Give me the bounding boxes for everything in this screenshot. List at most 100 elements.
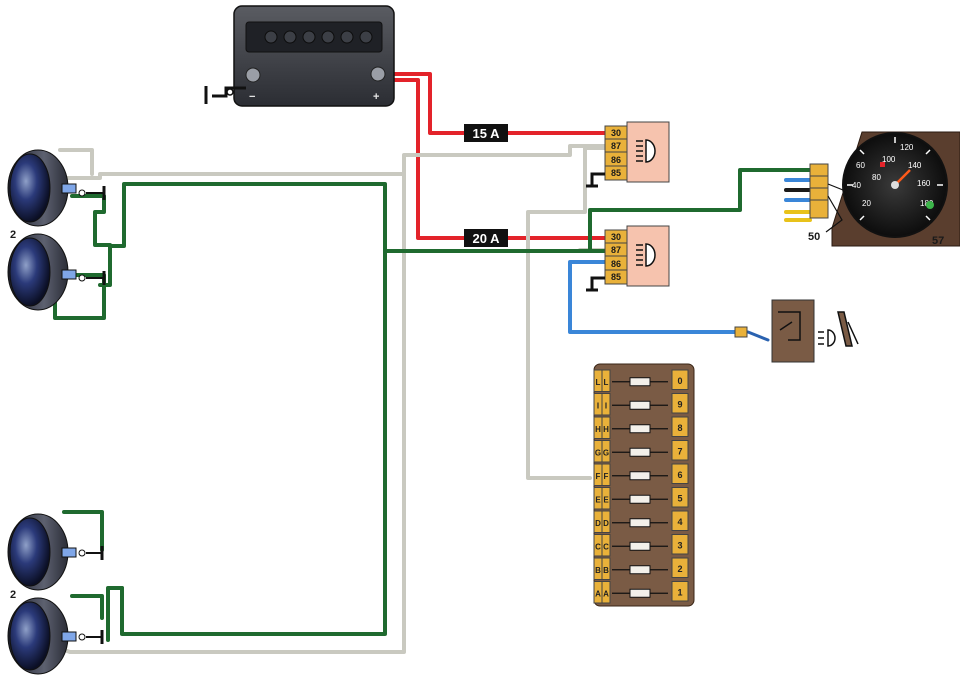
fuse-block-number-tab xyxy=(671,463,689,484)
fuse-block-number-tab xyxy=(671,557,689,578)
fuse-block-number: 7 xyxy=(677,446,682,456)
fuse-element xyxy=(629,424,651,434)
fuse-block-letter: L xyxy=(596,378,601,387)
fuse-block-letter: F xyxy=(596,472,601,481)
fuse-block-letter: A xyxy=(603,589,609,598)
headlight-icon xyxy=(818,329,836,347)
lower-lamp-pair-marker: 2 xyxy=(10,589,16,601)
battery-ground-symbol xyxy=(204,86,246,104)
fuse-element xyxy=(629,377,651,387)
fuse-block-letter-tab xyxy=(601,534,611,557)
fuse-block-letter-tab xyxy=(601,416,611,439)
gauge-scale-80: 80 xyxy=(872,173,881,182)
instrument-cluster: 20 40 60 80 100 120 140 160 180 50 57 xyxy=(808,131,960,247)
headlight-icon xyxy=(636,243,656,267)
relay1-ground xyxy=(586,172,605,188)
fuse-block-letter-tab xyxy=(601,463,611,486)
relay2-ground xyxy=(586,276,605,292)
grey-wire-fuse-block xyxy=(526,146,607,480)
headlamp-upper-2 xyxy=(7,233,106,311)
fuse-15a: 15 A xyxy=(464,124,508,142)
relay1-pin-85: 85 xyxy=(611,168,621,178)
fuse-block-letter-tab xyxy=(601,393,611,416)
battery-negative-terminal xyxy=(245,67,261,83)
fuse-block-number: 1 xyxy=(677,587,682,597)
battery: − + xyxy=(204,5,395,107)
relay1-pin-87: 87 xyxy=(611,141,621,151)
red-wire-battery-relay2 xyxy=(393,78,607,240)
fuse-element xyxy=(629,400,651,410)
fuse-element xyxy=(629,518,651,528)
fuse-block-number-tab xyxy=(671,510,689,531)
fuse-block-number: 3 xyxy=(677,540,682,550)
gauge-scale-40: 40 xyxy=(852,181,861,190)
fuse-block-number: 6 xyxy=(677,470,682,480)
relay2-pin-87: 87 xyxy=(611,245,621,255)
fuse-block-letter: F xyxy=(604,472,609,481)
relay-low-beam: 30 87 86 85 xyxy=(586,225,670,292)
fuse-element xyxy=(629,588,651,598)
upper-lamp-pair-marker: 2 xyxy=(10,229,16,241)
blue-wire-switch xyxy=(568,260,737,334)
wires xyxy=(53,72,812,654)
fuse-20a-label: 20 A xyxy=(473,231,501,246)
gauge-scale-100: 100 xyxy=(882,155,896,164)
battery-positive-terminal xyxy=(370,66,386,82)
relay1-pin-30: 30 xyxy=(611,128,621,138)
fuse-block-letter: C xyxy=(595,542,601,551)
fuse-block-letter-tab xyxy=(601,557,611,580)
fuse-block-letter: H xyxy=(603,425,609,434)
fuse-15a-label: 15 A xyxy=(473,126,501,141)
fuse-block-letter: I xyxy=(605,401,607,410)
fuse-block-letter: I xyxy=(597,401,599,410)
headlamp-lower-2 xyxy=(7,597,104,675)
fuse-element xyxy=(629,494,651,504)
fuse-block-letter: E xyxy=(595,495,601,504)
fuse-block-letter: C xyxy=(603,542,609,551)
fuse-block-number: 4 xyxy=(677,517,682,527)
battery-plus-label: + xyxy=(373,91,379,103)
gauge-scale-160: 160 xyxy=(917,179,931,188)
connector-50-label: 50 xyxy=(808,231,820,243)
relay2-pin-30: 30 xyxy=(611,232,621,242)
headlamp-lower-1 xyxy=(7,513,104,591)
fuse-block-letter: B xyxy=(595,566,601,575)
gauge-57-label: 57 xyxy=(932,235,944,247)
relay-high-beam: 30 87 86 85 xyxy=(586,121,670,188)
stalk-lever-icon xyxy=(837,311,859,347)
fuse-block-letter: A xyxy=(595,589,601,598)
fuse-block-letter: G xyxy=(595,448,601,457)
fuse-block-letter-tab xyxy=(601,487,611,510)
fuse-block-letter-tab xyxy=(601,510,611,533)
fuse-block-letter: G xyxy=(603,448,609,457)
relay2-pin-85: 85 xyxy=(611,272,621,282)
fuse-block-letter-tab xyxy=(601,581,611,604)
fuse-block-letter: B xyxy=(603,566,609,575)
headlight-icon xyxy=(636,139,656,163)
fuse-block-letter: E xyxy=(603,495,609,504)
fuse-block-letter-tab xyxy=(601,440,611,463)
fuse-block-letter: H xyxy=(595,425,601,434)
green-wire-loop xyxy=(120,249,387,636)
headlamp-upper-1 xyxy=(7,149,106,227)
fuse-block-number-tab xyxy=(671,581,689,602)
fuse-block-number: 8 xyxy=(677,423,682,433)
fuse-block-number: 5 xyxy=(677,493,682,503)
fuse-20a: 20 A xyxy=(464,229,508,247)
fuse-block-number: 9 xyxy=(677,399,682,409)
fuse-block-number-tab xyxy=(671,369,689,390)
fuse-block-number-tab xyxy=(671,534,689,555)
gauge-scale-120: 120 xyxy=(900,143,914,152)
fuse-element xyxy=(629,541,651,551)
relay1-pin-86: 86 xyxy=(611,155,621,165)
red-wire-battery-relay1 xyxy=(382,72,607,135)
fuse-element xyxy=(629,471,651,481)
fuse-block-letter: L xyxy=(604,378,609,387)
headlight-switch xyxy=(734,299,859,363)
relay2-pin-86: 86 xyxy=(611,259,621,269)
grey-wire-lower-lamp xyxy=(68,172,406,654)
fuse-element xyxy=(629,447,651,457)
fuse-block-letter: D xyxy=(603,519,609,528)
fuse-block-number-tab xyxy=(671,440,689,461)
